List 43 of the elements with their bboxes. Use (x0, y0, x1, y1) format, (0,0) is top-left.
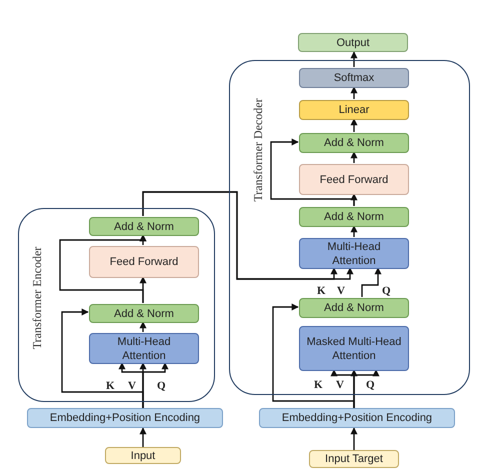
arrow (350, 427, 358, 450)
linear-box: Linear (299, 100, 409, 120)
block-frame (229, 60, 470, 395)
input-letter: Q (366, 378, 375, 393)
softmax-box: Softmax (299, 68, 409, 88)
embedding-box: Embedding+Position Encoding (27, 408, 223, 428)
block-title: Transformer Encoder (29, 246, 45, 352)
arrow (61, 308, 144, 408)
add-norm-box: Add & Norm (299, 133, 409, 153)
feed-forward-box: Feed Forward (89, 246, 199, 278)
input-letter: K (106, 379, 115, 394)
attention-box: Multi-Head Attention (299, 238, 409, 269)
input-letter: Q (382, 284, 391, 299)
input-letter: K (317, 284, 326, 299)
block-frame (18, 208, 215, 402)
input-letter: V (337, 284, 345, 299)
add-norm-box: Add & Norm (89, 217, 199, 236)
embedding-box: Embedding+Position Encoding (259, 408, 455, 428)
attention-box: Masked Multi-Head Attention (299, 326, 409, 371)
input-letter: K (314, 378, 323, 393)
arrow (350, 51, 358, 67)
arrow (350, 86, 358, 99)
input-box: Input (105, 447, 181, 464)
add-norm-box: Add & Norm (299, 207, 409, 227)
arrow (350, 225, 358, 237)
arrow (350, 151, 358, 163)
attention-box: Multi-Head Attention (89, 333, 199, 364)
add-norm-box: Add & Norm (299, 298, 409, 318)
arrow (272, 304, 355, 408)
arrow (270, 138, 355, 206)
feed-forward-box: Feed Forward (299, 164, 409, 195)
block-title: Transformer Decoder (250, 97, 266, 204)
input-letter: V (336, 378, 344, 393)
arrow (140, 427, 146, 447)
input-letter: V (128, 379, 136, 394)
add-norm-box: Add & Norm (89, 304, 199, 323)
input-letter: Q (157, 379, 166, 394)
arrow (350, 118, 358, 132)
arrow (140, 234, 146, 245)
output-box: Output (298, 33, 408, 52)
input-box: Input Target (309, 450, 399, 468)
arrow (140, 321, 146, 332)
arrow (361, 267, 382, 297)
